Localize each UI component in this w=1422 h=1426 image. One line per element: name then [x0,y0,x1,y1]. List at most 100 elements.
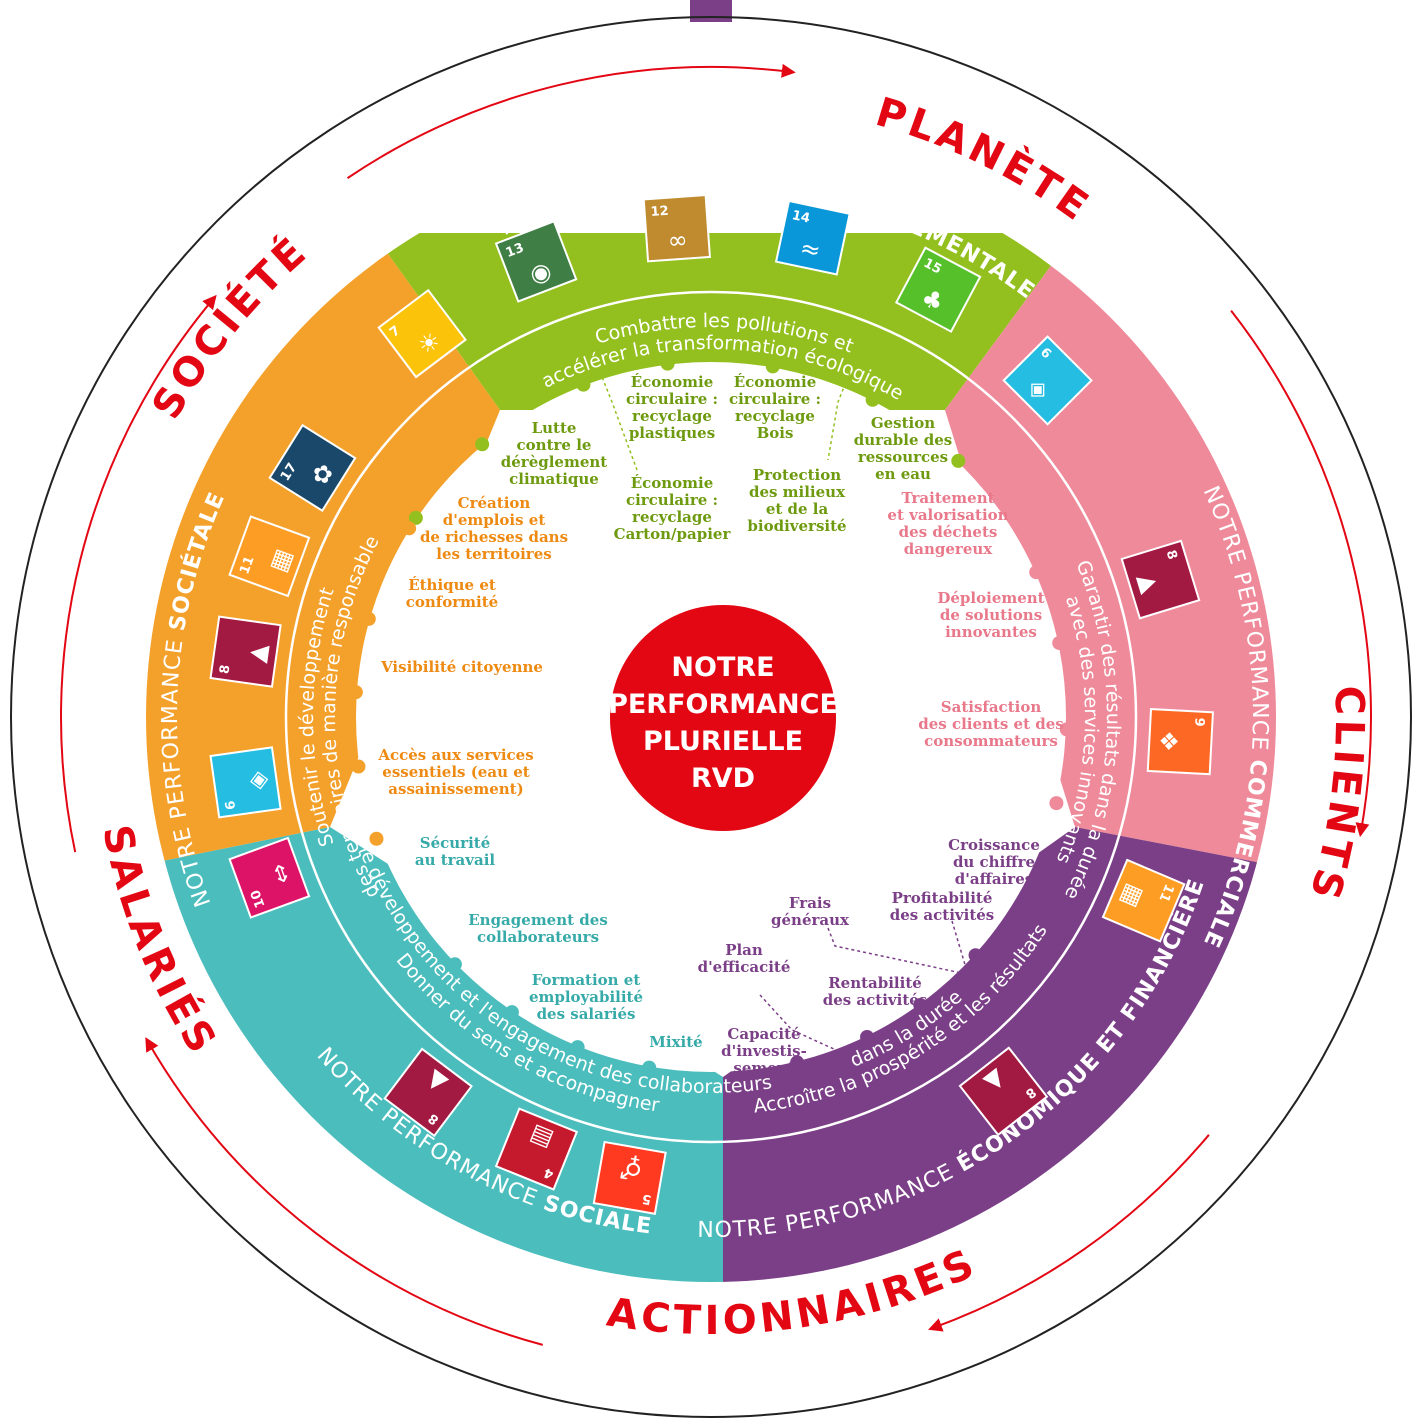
sdg-7-tile: 7☀ [377,288,467,379]
sdg-8-tile: 8▲ [1120,539,1201,620]
ring-dot [1052,635,1067,650]
connector-line [759,994,837,1051]
stakeholder-clients: CLIENTS [1300,685,1372,908]
sdg-13-tile: 13◉ [494,220,578,303]
center-title-line: NOTRE [671,652,774,683]
ring-dot [475,437,490,452]
sdg-10-tile: 10⇔ [228,836,311,919]
sdg-5-tile: 5⚥ [592,1140,667,1215]
ring-dot [1049,796,1064,811]
cycle-arrow [145,1037,544,1346]
svg-text:11: 11 [237,554,257,576]
ring-dot [348,685,363,700]
ring-dot [570,1040,585,1055]
cycle-arrow [928,1134,1210,1332]
svg-text:12: 12 [650,204,669,220]
svg-text:11: 11 [1156,882,1177,905]
cycle-arrow [60,294,217,853]
ring-dot [660,356,675,371]
ring-dot [351,759,366,774]
ring-dot [1059,722,1074,737]
svg-text:10: 10 [248,888,268,910]
sdg-6-tile: 6◈ [1002,335,1093,426]
svg-text:14: 14 [791,208,812,226]
svg-text:13: 13 [504,241,526,261]
ring-dot [865,392,880,407]
sdg-6-tile: 6◈ [209,746,282,819]
sdg-12-tile: 12 ∞ [642,194,711,263]
ring-dot [790,1055,805,1070]
ring-dot [642,1060,657,1075]
ring-dot [369,831,384,846]
connector-line [827,371,851,461]
cycle-arrow [346,63,796,179]
ring-dot [408,510,423,525]
ring-dot [504,1005,519,1020]
topic-visibilite-citoyenne: Visibilité citoyenne [380,658,543,676]
center-title-line: PLURIELLE [643,726,803,757]
center-title-line: RVD [691,763,755,794]
center-circle [610,605,836,831]
center-title-line: PERFORMANCE [608,689,838,720]
sdg-14-tile: 14≈ [774,199,851,276]
sdg-8-tile: 8▲ [958,1046,1049,1137]
sdg-8-tile: 8▲ [383,1047,473,1138]
ring-dot [447,957,462,972]
svg-text:8: 8 [1163,548,1180,561]
connector-line [951,920,967,969]
ring-dot [765,359,780,374]
mission-divider-ring [284,290,1138,1144]
connector-line [827,927,967,975]
sdg-4-tile: 4▤ [494,1107,579,1191]
svg-text:9: 9 [1191,717,1206,727]
cycle-arrow [1230,310,1372,838]
ring-dot [951,453,966,468]
sdg-17-tile: 17✿ [268,423,357,513]
topic-mixite: Mixité [649,1033,702,1051]
top-accent-bar [690,0,732,22]
ring-dot [968,948,983,963]
ring-dot [576,377,591,392]
connector-line [599,371,638,471]
ring-dot [402,521,417,536]
sdg-9-tile: 9❖ [1146,707,1214,776]
outer-ring [10,16,1412,1418]
sdg-11-tile: 11▦ [1101,858,1186,943]
sdg-15-tile: 15♣ [894,246,982,333]
ring-dots [348,356,1074,1075]
ring-dot [860,1029,875,1044]
center-title: NOTRE PERFORMANCE PLURIELLE RVD [608,652,838,794]
ring-dot [1029,565,1044,580]
svg-text:5: 5 [641,1191,653,1207]
sdg-8-tile: 8▲ [209,615,282,688]
water-drop-icon: ◈ [242,769,272,792]
sdg-11-tile: 11▦ [228,515,311,598]
svg-text:6: 6 [223,800,239,811]
cycle-arrows [60,63,1372,1346]
growth-chart-icon: ▲ [242,642,272,665]
gender-icon: ⚥ [619,1150,645,1181]
infinity-icon: ∞ [667,226,689,255]
sdg-icons: 7☀13◉12∞14≈15♣6◈8▲9❖11▦8▲8▲4▤5⚥17✿11▦8▲6… [209,194,1214,1215]
